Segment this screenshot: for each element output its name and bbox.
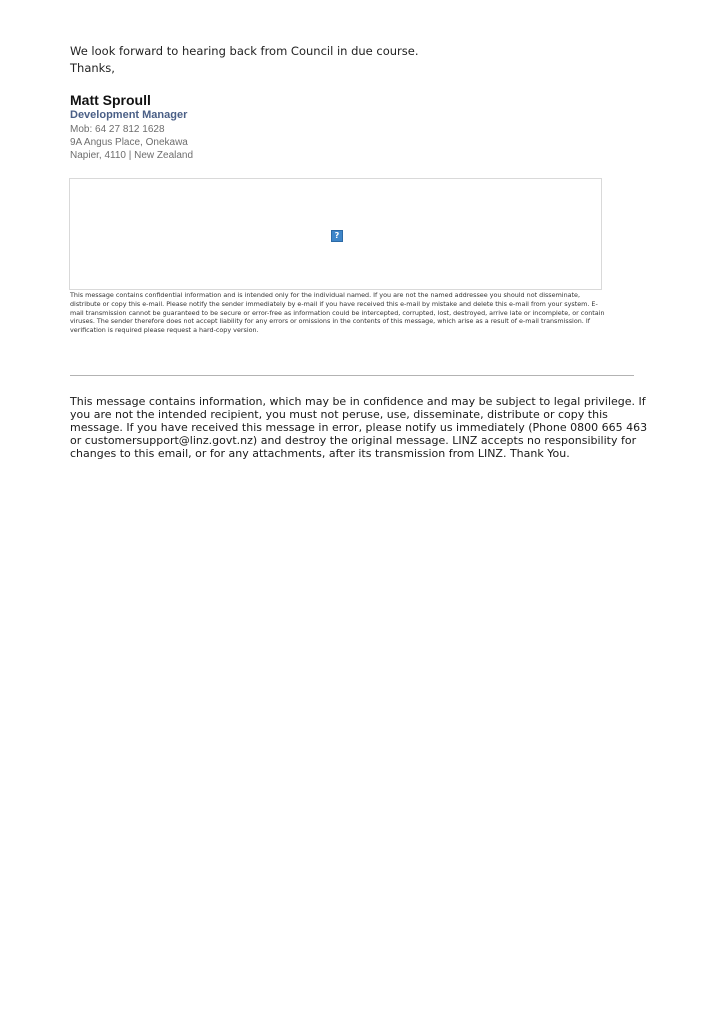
- linz-notice-line: or customersupport@linz.govt.nz) and des…: [70, 434, 637, 447]
- linz-notice-line: This message contains information, which…: [70, 395, 646, 408]
- linz-legal-notice: This message contains information, which…: [70, 395, 648, 460]
- linz-notice-line: changes to this email, or for any attach…: [70, 447, 570, 460]
- signature-mobile: Mob: 64 27 812 1628: [70, 124, 165, 135]
- email-closing: We look forward to hearing back from Cou…: [70, 43, 419, 77]
- signature-address-line-1: 9A Angus Place, Onekawa: [70, 137, 188, 148]
- signature-name: Matt Sproull: [70, 92, 151, 108]
- sign-off: Thanks,: [70, 61, 115, 75]
- closing-line: We look forward to hearing back from Cou…: [70, 44, 419, 58]
- signature-address-line-2: Napier, 4110 | New Zealand: [70, 150, 194, 161]
- divider: [70, 375, 634, 376]
- signature-image-placeholder: ?: [69, 178, 602, 290]
- broken-image-icon: ?: [331, 230, 343, 242]
- signature-details: Mob: 64 27 812 1628 9A Angus Place, Onek…: [70, 123, 193, 162]
- linz-notice-line: message. If you have received this messa…: [70, 421, 648, 434]
- confidentiality-notice: This message contains confidential infor…: [70, 291, 605, 335]
- linz-notice-line: you are not the intended recipient, you …: [70, 408, 608, 421]
- signature-title: Development Manager: [70, 109, 188, 121]
